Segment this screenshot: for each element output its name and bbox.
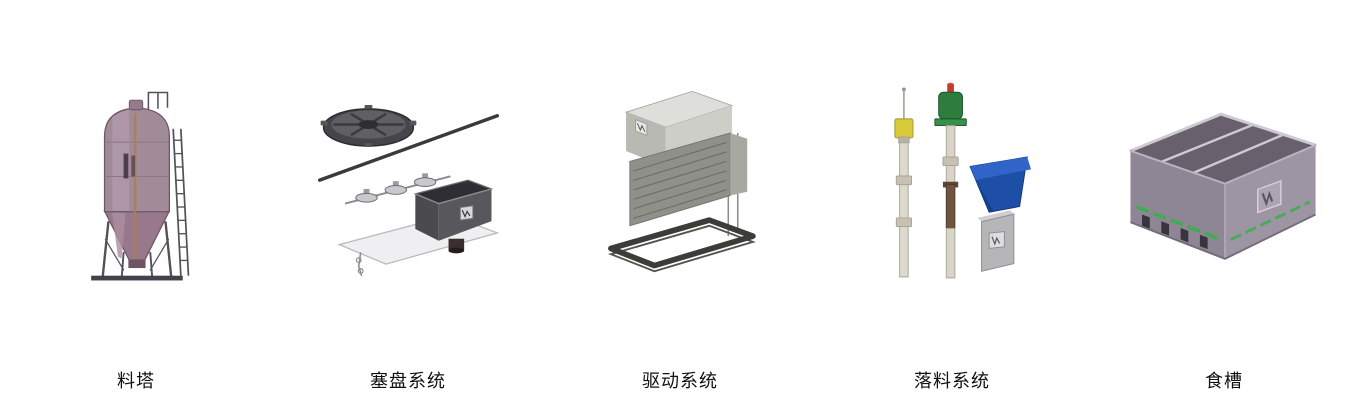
brand-cube-icon	[988, 231, 1005, 249]
feed-silo-icon	[91, 91, 190, 281]
drive-system-image	[544, 0, 816, 373]
product-item-feed-trough[interactable]: 食槽	[1088, 0, 1360, 415]
plug-disc-system-icon	[317, 104, 499, 276]
brand-cube-icon	[635, 119, 648, 136]
product-label-plug-disc-system: 塞盘系统	[370, 371, 446, 392]
product-label-feed-drop-system: 落料系统	[914, 371, 990, 392]
plug-disc-system-image	[272, 0, 544, 373]
product-item-plug-disc-system[interactable]: 塞盘系统	[272, 0, 544, 415]
feed-trough-icon	[1129, 112, 1317, 260]
brand-cube-icon	[1257, 179, 1282, 214]
product-label-feed-trough: 食槽	[1205, 371, 1243, 392]
product-item-drive-system[interactable]: 驱动系统	[544, 0, 816, 415]
brand-cube-icon	[459, 204, 473, 221]
product-item-feed-drop-system[interactable]: 落料系统	[816, 0, 1088, 415]
feed-trough-image	[1088, 0, 1360, 373]
product-label-drive-system: 驱动系统	[642, 371, 718, 392]
drive-system-icon	[607, 90, 756, 273]
feed-silo-image	[0, 0, 272, 373]
feed-drop-system-image	[816, 0, 1088, 373]
feed-drop-system-icon	[894, 82, 1032, 279]
product-label-feed-silo: 料塔	[117, 371, 155, 392]
product-item-feed-silo[interactable]: 料塔	[0, 0, 272, 415]
